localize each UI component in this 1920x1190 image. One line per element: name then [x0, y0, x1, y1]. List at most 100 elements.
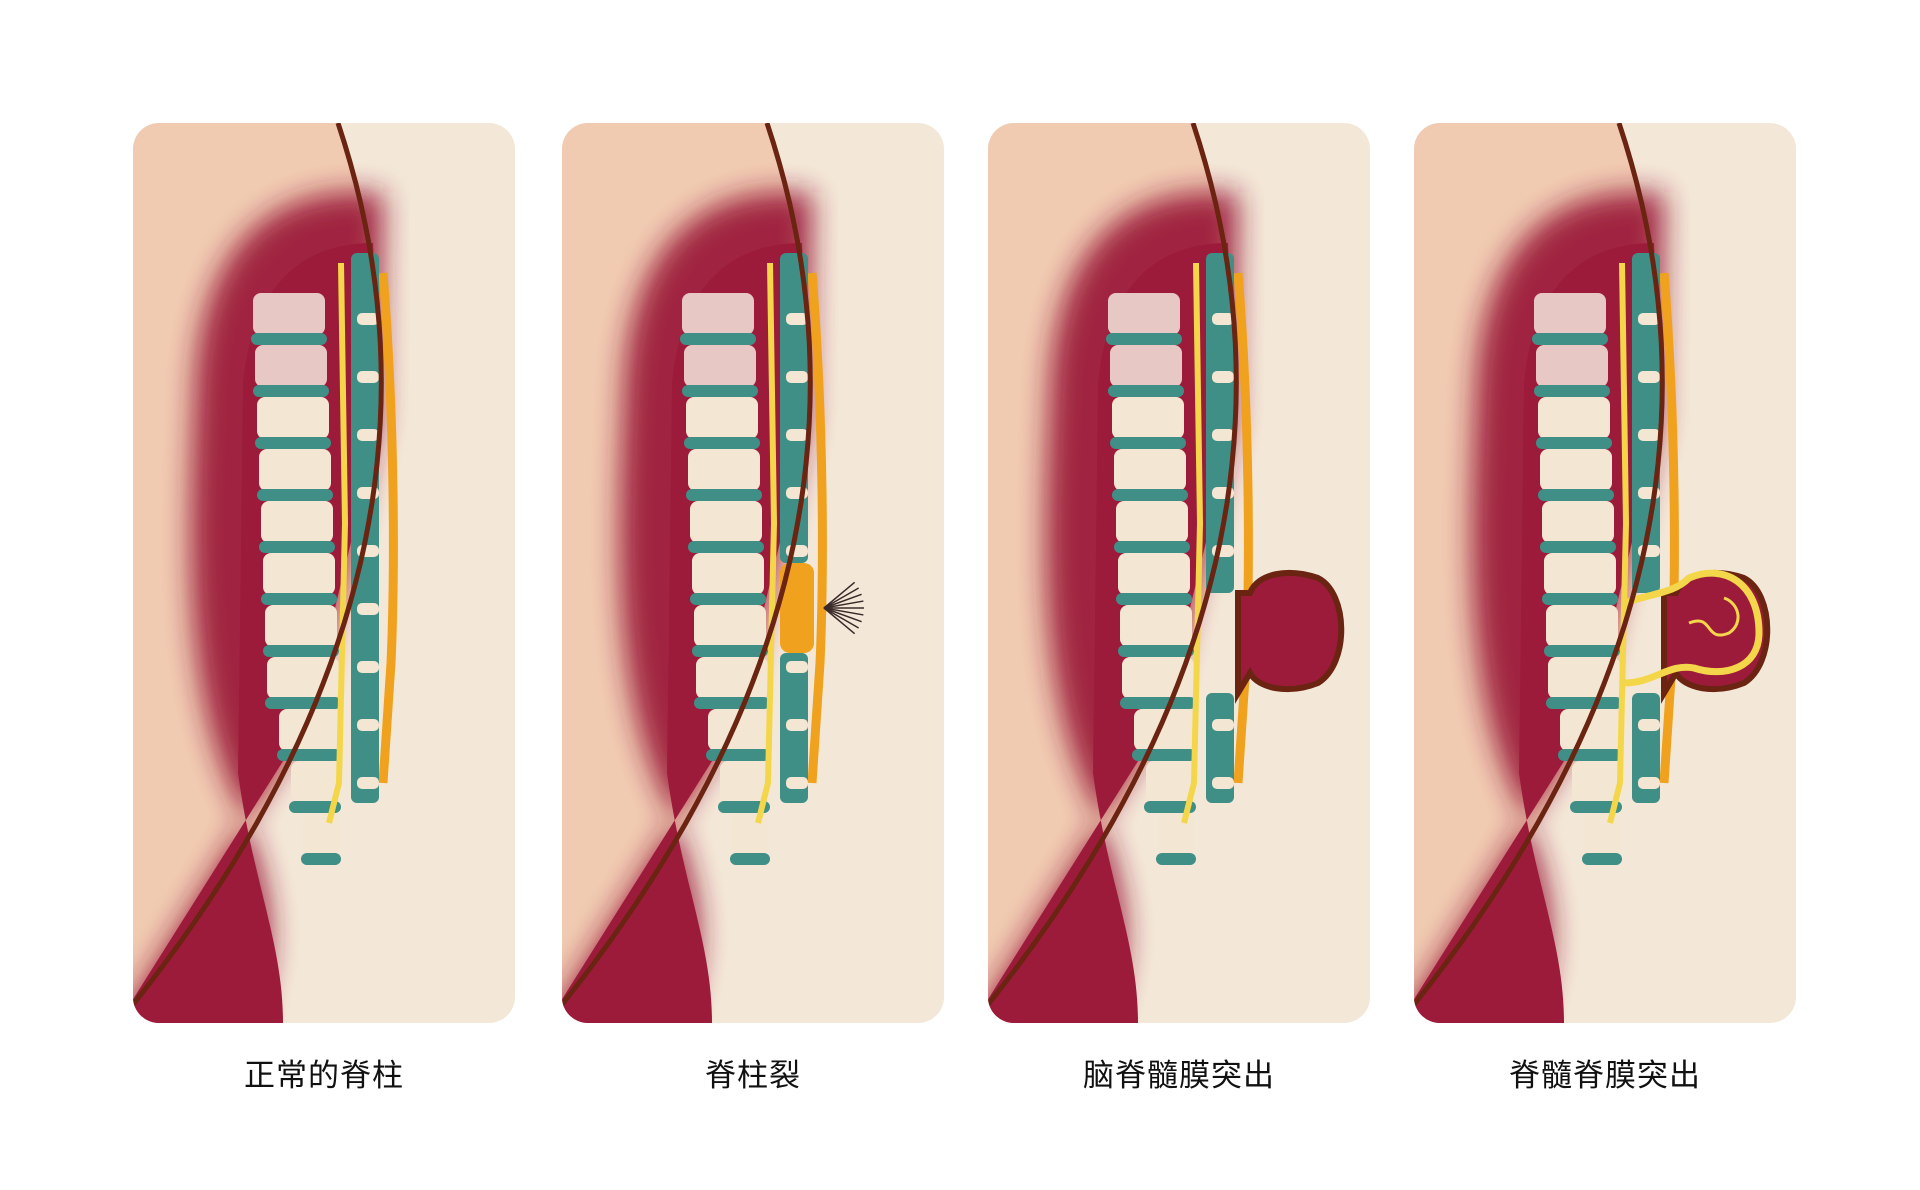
back-skin-outline	[133, 123, 384, 1009]
spinous-process	[357, 777, 379, 789]
vertebra	[261, 501, 333, 543]
vertebra	[682, 293, 754, 335]
intervertebral-disc	[1532, 333, 1608, 345]
intervertebral-disc	[1538, 489, 1614, 501]
vertebra	[1534, 293, 1606, 335]
spinous-process	[357, 371, 379, 383]
vertebra	[1572, 761, 1620, 803]
intervertebral-disc	[301, 853, 341, 865]
vertebra	[1108, 293, 1180, 335]
spinous-process	[1638, 777, 1660, 789]
spinal-cord	[1181, 262, 1204, 824]
vertebra	[253, 293, 325, 335]
vertebra	[1540, 449, 1612, 491]
intervertebral-disc	[265, 697, 341, 709]
back-skin-outline	[562, 123, 813, 1009]
intervertebral-disc	[1120, 697, 1196, 709]
intervertebral-disc	[1582, 853, 1622, 865]
spinal-cord	[755, 262, 778, 824]
vertebra	[694, 605, 766, 647]
caption-meningocele: 脑脊髓膜突出	[1083, 1058, 1275, 1094]
vertebra	[690, 501, 762, 543]
vertebra	[688, 449, 760, 491]
caption-spina-bifida: 脊柱裂	[705, 1058, 801, 1094]
illustration-myelomeningocele	[1414, 123, 1771, 1023]
vertebra	[1114, 449, 1186, 491]
vertebra	[265, 605, 337, 647]
intervertebral-disc	[1156, 853, 1196, 865]
vertebra	[1584, 813, 1620, 855]
intervertebral-disc	[694, 697, 770, 709]
spinal-cord	[1607, 262, 1630, 824]
intervertebral-disc	[1106, 333, 1182, 345]
dura-layer	[378, 272, 398, 784]
intervertebral-disc	[1536, 437, 1612, 449]
hair-tuft	[823, 607, 856, 635]
vertebra	[684, 345, 756, 387]
intervertebral-disc	[718, 801, 770, 813]
dura-layer	[807, 272, 827, 784]
illustration-meningocele	[988, 123, 1345, 1023]
hair-tuft	[823, 600, 864, 609]
vertebra	[1542, 501, 1614, 543]
spinous-process	[1638, 429, 1660, 441]
protruding-sac	[1235, 570, 1345, 704]
vertebra	[1110, 345, 1182, 387]
vertebra	[1146, 761, 1194, 803]
vertebra	[1134, 709, 1194, 751]
vertebra	[255, 345, 327, 387]
hair-tuft	[823, 581, 856, 609]
vertebra	[692, 553, 764, 595]
spinous-process	[1212, 313, 1234, 325]
hair-tuft	[823, 587, 860, 609]
intervertebral-disc	[684, 437, 760, 449]
spinous-process	[786, 429, 808, 441]
spinous-process	[357, 661, 379, 673]
intervertebral-disc	[682, 385, 758, 397]
hair-tuft	[823, 607, 862, 623]
spinous-process	[786, 777, 808, 789]
intervertebral-disc	[259, 541, 335, 553]
nerve-roots	[1688, 596, 1740, 637]
caption-normal-spine: 正常的脊柱	[244, 1058, 404, 1094]
vertebra	[1120, 605, 1192, 647]
vertebra	[1560, 709, 1620, 751]
intervertebral-disc	[1112, 489, 1188, 501]
intervertebral-disc	[690, 593, 766, 605]
panel-myelomeningocele	[1414, 123, 1796, 1023]
caption-myelomeningocele: 脊髓脊膜突出	[1509, 1058, 1701, 1094]
spinous-process	[1212, 777, 1234, 789]
intervertebral-disc	[253, 385, 329, 397]
panel-meningocele	[988, 123, 1370, 1023]
hair-tuft	[823, 607, 860, 629]
spinous-process	[786, 719, 808, 731]
intervertebral-disc	[688, 541, 764, 553]
vertebra	[257, 397, 329, 439]
intervertebral-disc	[1144, 801, 1196, 813]
intervertebral-disc	[289, 801, 341, 813]
illustration-normal-spine	[133, 123, 398, 1023]
intervertebral-disc	[730, 853, 770, 865]
intervertebral-disc	[255, 437, 331, 449]
vertebra	[686, 397, 758, 439]
intervertebral-disc	[680, 333, 756, 345]
intervertebral-disc	[1546, 697, 1622, 709]
spinous-process	[1212, 371, 1234, 383]
vertebra	[1538, 397, 1610, 439]
spinous-process	[786, 371, 808, 383]
vertebra	[259, 449, 331, 491]
intervertebral-disc	[1118, 645, 1194, 657]
vertebra	[1544, 553, 1616, 595]
back-skin-outline	[1414, 123, 1665, 1009]
intervertebral-disc	[692, 645, 768, 657]
herniated-cord	[1622, 569, 1763, 687]
spinous-process	[1638, 719, 1660, 731]
intervertebral-disc	[1540, 541, 1616, 553]
vertebra	[279, 709, 339, 751]
intervertebral-disc	[706, 749, 770, 761]
hair-tuft	[823, 593, 862, 609]
illustration-spina-bifida	[562, 123, 864, 1023]
vertebra	[1118, 553, 1190, 595]
spinal-cord	[326, 262, 349, 824]
spinous-process	[357, 429, 379, 441]
